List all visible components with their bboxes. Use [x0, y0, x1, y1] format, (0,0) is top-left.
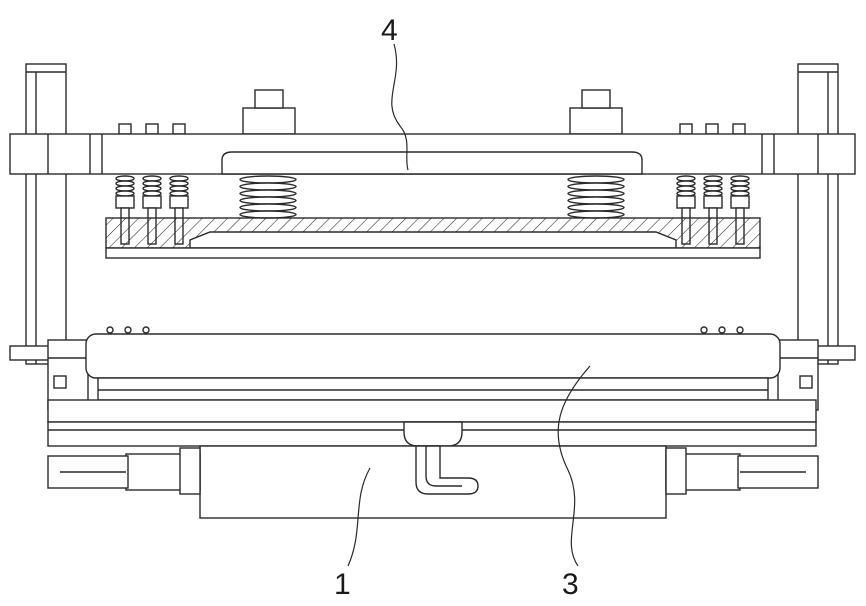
small-spring-5 — [703, 175, 723, 197]
right-guide-column — [797, 63, 839, 365]
base-frame — [47, 399, 817, 447]
callout-label-4: 4 — [381, 14, 398, 47]
top-bolts — [118, 89, 746, 135]
small-spring-2 — [142, 175, 162, 197]
small-spring-1 — [115, 175, 135, 197]
lower-mould — [85, 326, 781, 401]
pin-head-6 — [730, 195, 750, 209]
leader-line-1 — [347, 467, 371, 567]
pin-head-5 — [703, 195, 723, 209]
springs — [115, 175, 750, 219]
bottom-block — [47, 445, 819, 519]
pin-head-1 — [115, 195, 135, 209]
leader-line-3 — [557, 365, 591, 567]
pressing-plate — [105, 217, 761, 259]
callout-label-3: 3 — [562, 568, 579, 601]
large-spring-1 — [239, 175, 297, 219]
leader-line-4 — [391, 43, 409, 171]
small-spring-3 — [169, 175, 189, 197]
large-spring-2 — [567, 175, 625, 219]
upper-plate — [9, 133, 856, 175]
small-spring-4 — [676, 175, 696, 197]
left-guide-column — [25, 63, 67, 365]
pin-head-2 — [142, 195, 162, 209]
pin-head-4 — [676, 195, 696, 209]
pin-head-3 — [169, 195, 189, 209]
callout-label-1: 1 — [334, 568, 351, 601]
small-spring-6 — [730, 175, 750, 197]
